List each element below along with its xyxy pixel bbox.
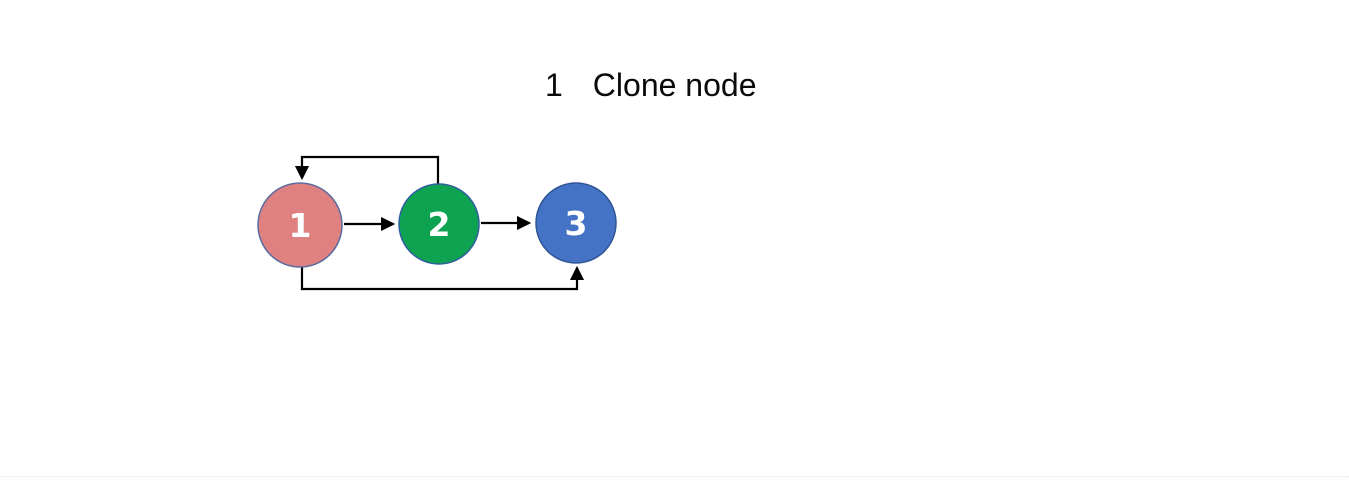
node-3-label: 3 [565,204,588,243]
node-2: 2 [398,183,480,265]
title-number: 1 [545,67,563,103]
node-1-circle [257,182,343,268]
page-title: 1 Clone node [545,67,756,104]
node-1-label: 1 [289,206,312,245]
node-3: 3 [535,182,617,264]
title-text: Clone node [592,67,757,103]
node-2-label: 2 [428,205,451,244]
node-1: 1 [257,182,343,268]
edge-1-to-3-under-bottom [300,265,585,291]
edges [294,155,585,291]
node-3-circle [535,182,617,264]
node-2-circle [398,183,480,265]
edge-2-to-1-over-top [294,155,440,184]
slide-bottom-boundary [0,476,1349,480]
